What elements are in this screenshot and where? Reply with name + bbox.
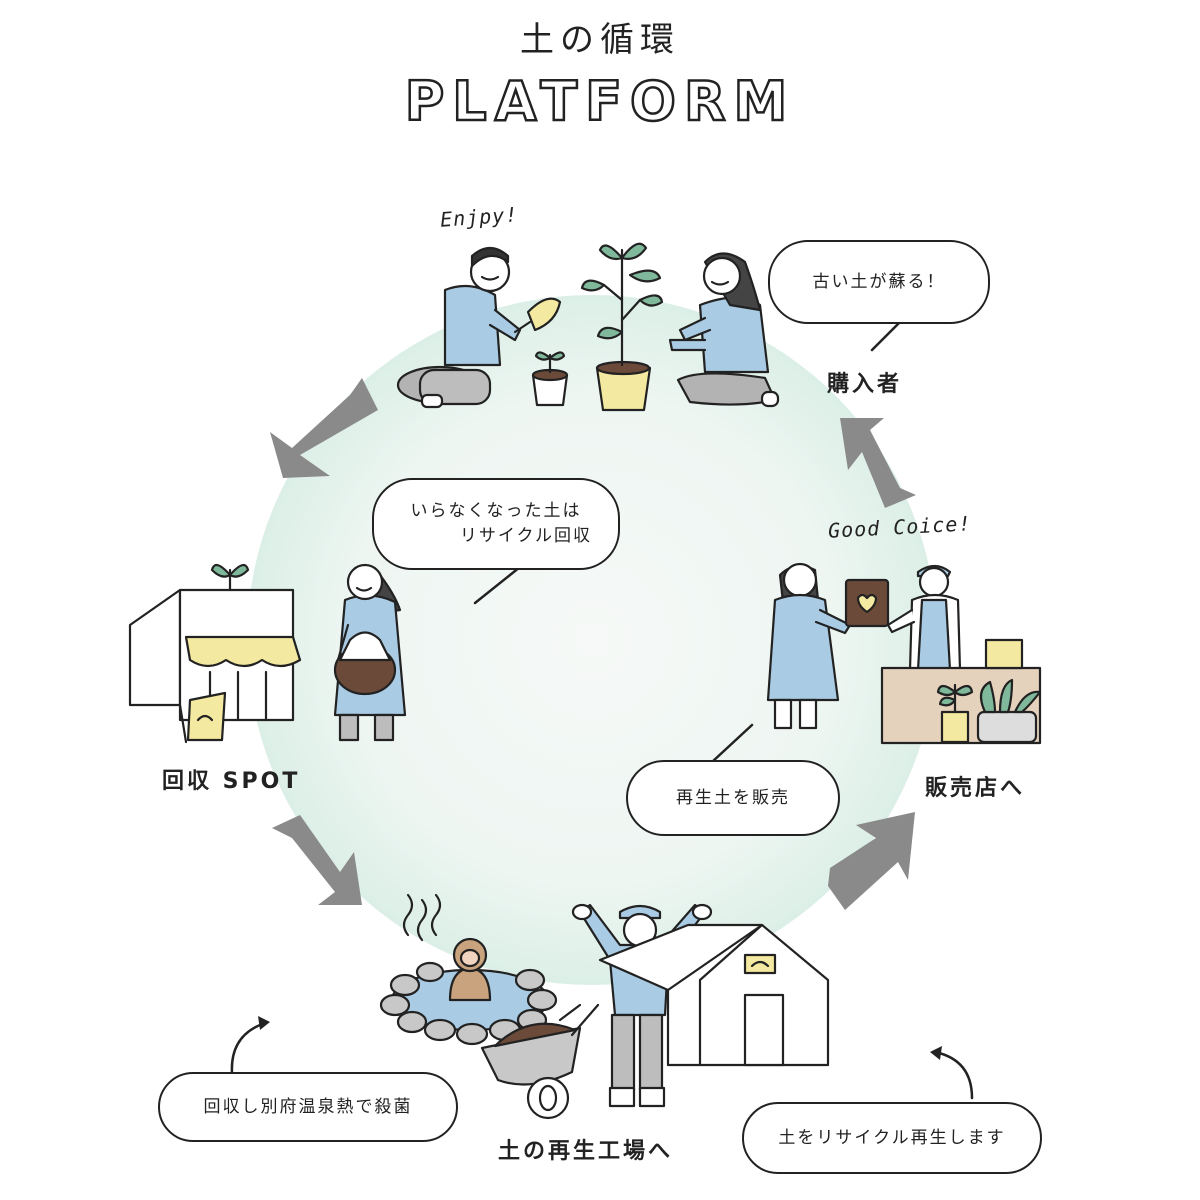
bubble-revive: 古い土が蘇る！ <box>768 240 990 324</box>
kneeling-man <box>396 246 522 409</box>
cycle-arrow-bottom-right <box>828 812 915 910</box>
soil-bag <box>844 578 890 628</box>
bubble-sterilize-text: 回収し別府温泉熱で殺菌 <box>203 1096 413 1117</box>
bubble-sell: 再生土を販売 <box>626 760 840 836</box>
counter-plant-small <box>936 683 974 744</box>
cycle-arrow-left-bottom <box>272 815 362 905</box>
trowel-icon <box>513 297 562 334</box>
monkey-icon <box>448 937 492 1002</box>
wheelbarrow <box>480 1003 600 1120</box>
bubble-revive-text: 古い土が蘇る！ <box>812 271 946 292</box>
bubble-regenerate-text: 土をリサイクル再生します <box>778 1127 1006 1148</box>
bubble-recycle-line2: リサイクル回収 <box>459 526 592 546</box>
kneeling-woman <box>668 252 780 408</box>
label-collection-spot: 回収 SPOT <box>162 769 301 794</box>
pointer-arrowheads <box>258 1016 942 1060</box>
woman-carrying-soil <box>333 563 407 742</box>
page-title: 土の循環 <box>520 20 680 60</box>
hot-spring <box>379 893 558 1046</box>
bubble-sterilize: 回収し別府温泉熱で殺菌 <box>158 1072 458 1142</box>
label-buyer: 購入者 <box>827 372 903 397</box>
bubble-regenerate: 土をリサイクル再生します <box>742 1102 1042 1174</box>
collection-store <box>128 563 302 744</box>
signboard <box>178 691 227 744</box>
cycle-arrow-top-left <box>270 378 378 478</box>
counter-plant-large <box>976 678 1042 744</box>
label-shop: 販売店へ <box>925 776 1026 801</box>
buyer-scene <box>396 242 780 412</box>
sprout-pot <box>531 351 569 407</box>
bubble-recycle-line1: いらなくなった土は <box>410 501 582 522</box>
plant-pot <box>580 242 664 412</box>
page-subtitle: PLATFORM <box>403 69 796 135</box>
cycle-arrow-right-top <box>840 418 916 508</box>
factory-building <box>598 923 830 1067</box>
bubble-recycle: いらなくなった土は リサイクル回収 <box>372 478 620 570</box>
shop-scene <box>766 562 1042 745</box>
bubble-sell-text: 再生土を販売 <box>676 787 790 808</box>
label-factory: 土の再生工場へ <box>498 1139 674 1164</box>
